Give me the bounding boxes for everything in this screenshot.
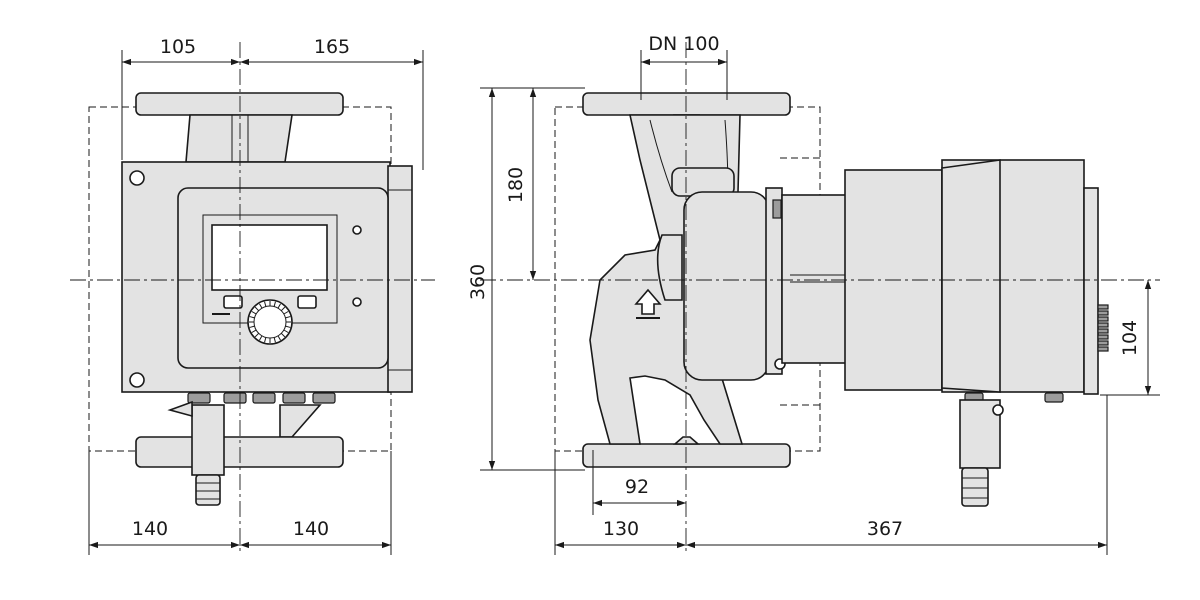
knob-grip-tick: [254, 332, 260, 338]
vent-fin: [1097, 346, 1109, 352]
front-bottom-neck: [279, 404, 322, 438]
dim-label-140-left: 140: [132, 518, 168, 540]
vent-fin: [1097, 328, 1109, 334]
knob-grip-tick: [283, 329, 289, 333]
panel-led-top: [352, 225, 362, 235]
knob-grip-tick: [285, 325, 291, 328]
left-button-icon: [223, 295, 243, 309]
knob-grip-tick: [264, 337, 267, 343]
side-dimensions: DN 100 360 180 104 92 130 367: [467, 33, 1160, 555]
dim-label-dn100: DN 100: [648, 33, 719, 55]
vent-fin: [1097, 322, 1109, 328]
flow-direction-icon: [634, 288, 662, 315]
front-side-panel: [387, 165, 413, 393]
side-top-flange: [582, 92, 791, 116]
front-screw-tl: [129, 170, 145, 186]
knob-grip-tick: [280, 306, 286, 312]
right-button-icon: [297, 295, 317, 309]
front-bottom-flange: [135, 436, 344, 468]
vent-fin: [1097, 310, 1109, 316]
knob-grip-tick: [249, 316, 255, 319]
knob-grip-tick: [277, 335, 281, 341]
front-connector-body: [191, 404, 225, 476]
front-top-flange: [135, 92, 344, 116]
knob-grip-tick: [259, 303, 263, 309]
knob-grip-tick: [280, 332, 286, 338]
display-screen: [211, 224, 328, 291]
control-knob-icon: [247, 299, 293, 345]
knob-grip-tick: [251, 311, 257, 315]
knob-grip-tick: [249, 325, 255, 328]
dim-label-130: 130: [603, 518, 639, 540]
knob-grip-tick: [283, 311, 289, 315]
knob-grip-tick: [254, 306, 260, 312]
knob-grip-tick: [259, 335, 263, 341]
knob-grip-tick: [251, 329, 257, 333]
side-view: [480, 42, 1160, 555]
knob-grip-tick: [277, 303, 281, 309]
dim-label-92: 92: [625, 476, 649, 498]
knob-grip-tick: [264, 301, 267, 307]
knob-grip-tick: [285, 316, 291, 319]
vent-fin: [1097, 334, 1109, 340]
side-connector-plug: [961, 467, 989, 507]
knob-grip-tick: [273, 337, 276, 343]
electronics-side-plate: [1083, 187, 1099, 395]
front-dimensions: 105 165 140 140: [88, 36, 424, 555]
knob-grip-tick: [273, 301, 276, 307]
front-connector-plug: [195, 474, 221, 506]
side-bottom-flange: [582, 443, 791, 468]
panel-led-bottom: [352, 297, 362, 307]
front-cable-glands: [187, 392, 336, 404]
vent-fin: [1097, 304, 1109, 310]
dim-label-360: 360: [467, 264, 489, 300]
front-screw-bl: [129, 372, 145, 388]
dim-label-104: 104: [1119, 320, 1141, 356]
vent-fin: [1097, 340, 1109, 346]
electronics-vent-fins: [1097, 304, 1109, 352]
front-top-neck: [185, 114, 293, 163]
dim-label-180: 180: [505, 167, 527, 203]
motor-can: [683, 191, 770, 381]
dim-label-367: 367: [867, 518, 903, 540]
front-view: [70, 42, 435, 555]
vent-fin: [1097, 316, 1109, 322]
dim-label-165: 165: [314, 36, 350, 58]
dim-label-105: 105: [160, 36, 196, 58]
dim-label-140-right: 140: [293, 518, 329, 540]
